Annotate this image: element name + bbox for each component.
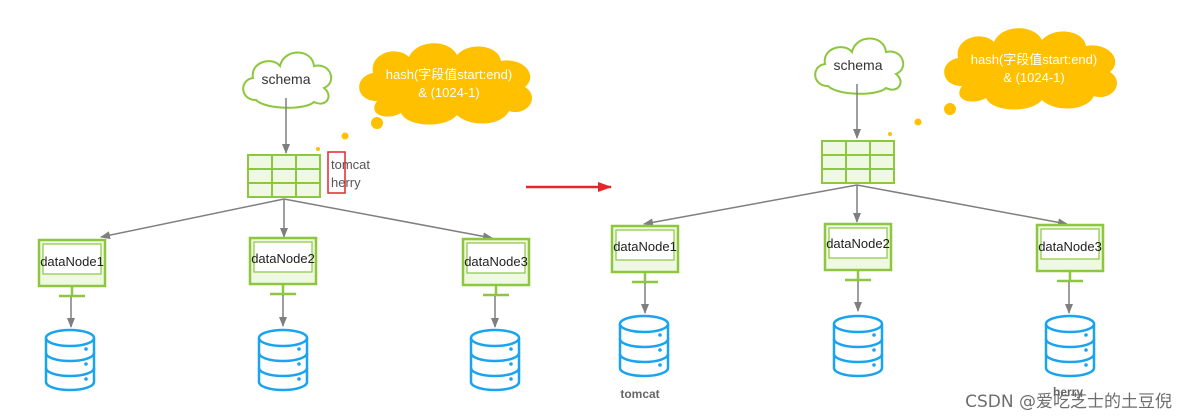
right-node2-label: dataNode2 — [826, 236, 890, 251]
left-node1-label: dataNode1 — [40, 254, 104, 269]
left-node2-monitor-icon: dataNode2 — [248, 236, 318, 296]
right-node3-label: dataNode3 — [1038, 239, 1102, 254]
left-db3-database-icon — [469, 328, 521, 392]
left-diagram: schema hash(字段值start:end) & (1024-1) tom… — [37, 43, 533, 392]
right-node2-monitor-icon: dataNode2 — [823, 222, 893, 282]
right-table-grid-icon — [821, 140, 895, 184]
right-hash-line1: hash(字段值start:end) — [971, 52, 1097, 67]
left-schema-cloud-icon: schema — [242, 51, 333, 109]
right-hash-thought-cloud-icon: hash(字段值start:end) & (1024-1) — [888, 28, 1118, 136]
right-schema-label: schema — [833, 57, 882, 73]
right-db3-database-icon — [1044, 314, 1096, 378]
right-diagram: schema hash(字段值start:end) & (1024-1) dat… — [610, 28, 1118, 401]
left-node3-monitor-icon: dataNode3 — [461, 237, 531, 297]
watermark: CSDN @爱吃芝士的土豆倪 — [965, 392, 1172, 412]
left-table-grid-icon — [247, 154, 321, 198]
right-schema-cloud-icon: schema — [814, 37, 905, 95]
left-table-to-node1-arrow — [100, 198, 285, 240]
left-highlight-box — [327, 151, 346, 194]
left-hash-line2: & (1024-1) — [418, 85, 479, 100]
right-db3-label: herry — [1053, 385, 1083, 399]
left-hash-thought-cloud-icon: hash(字段值start:end) & (1024-1) — [316, 43, 533, 151]
left-db1-database-icon — [44, 328, 96, 392]
right-db1-database-icon — [618, 314, 670, 378]
left-schema-label: schema — [261, 71, 310, 87]
right-db2-database-icon — [832, 314, 884, 378]
right-db1-label: tomcat — [620, 387, 659, 401]
left-value-tomcat: tomcat — [331, 157, 370, 172]
left-node3-label: dataNode3 — [464, 254, 528, 269]
right-node1-monitor-icon: dataNode1 — [610, 224, 680, 284]
left-db2-database-icon — [257, 328, 309, 392]
right-table-to-node1-arrow — [643, 184, 858, 227]
left-value-herry: herry — [331, 175, 361, 190]
right-hash-line2: & (1024-1) — [1003, 70, 1064, 85]
right-table-to-node3-arrow — [856, 184, 1068, 227]
left-hash-line1: hash(字段值start:end) — [386, 67, 512, 82]
left-node1-monitor-icon: dataNode1 — [37, 238, 107, 298]
right-node1-label: dataNode1 — [613, 239, 677, 254]
left-table-to-node3-arrow — [283, 198, 493, 241]
left-node2-label: dataNode2 — [251, 251, 315, 266]
right-node3-monitor-icon: dataNode3 — [1035, 223, 1105, 283]
